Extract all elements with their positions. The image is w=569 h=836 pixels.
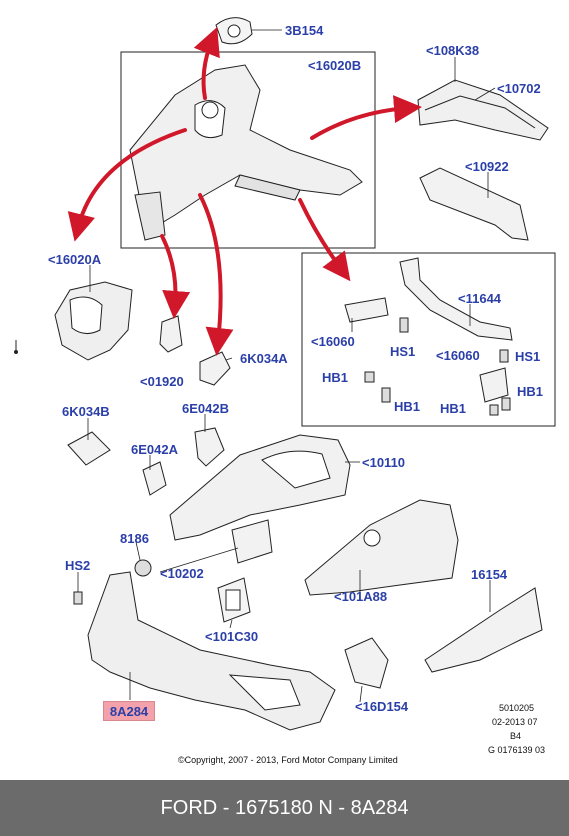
bracket-16d154: [344, 637, 389, 689]
label-16020a: <16020A: [48, 252, 102, 267]
exploded-parts-diagram: [14, 17, 556, 731]
label-10702: <10702: [497, 81, 541, 96]
bracket-101c30: [217, 577, 251, 623]
label-11644: <11644: [458, 291, 502, 306]
upper-group-box: [120, 51, 376, 249]
copyright-text: ©Copyright, 2007 - 2013, Ford Motor Comp…: [178, 755, 398, 765]
fasteners-hb1-hs1: [364, 317, 511, 416]
bracket-6k034b: [67, 431, 111, 466]
bracket-6e042a: [142, 461, 167, 496]
label-10922: <10922: [465, 159, 509, 174]
label-16060-right: <16060: [436, 348, 480, 363]
label-108k38: <108K38: [426, 43, 480, 58]
label-101c30: <101C30: [205, 629, 259, 644]
fastener-hs2: [73, 591, 83, 605]
registration-mark: [14, 340, 18, 354]
bracket-16060-left: [344, 297, 389, 323]
strut-plate-part: [215, 17, 253, 45]
rail-10922: [419, 167, 529, 241]
label-16020b: <16020B: [308, 58, 362, 73]
label-8a284-highlighted: 8A284: [103, 701, 155, 721]
drawing-number: 5010205: [499, 703, 535, 713]
label-16060-left: <16060: [311, 334, 355, 349]
label-8186: 8186: [120, 531, 149, 546]
crossmember-11644: [399, 257, 513, 341]
label-10202: <10202: [160, 566, 204, 581]
label-16154: 16154: [471, 567, 508, 582]
label-hs1-right: HS1: [515, 349, 541, 364]
label-hb1-c: HB1: [394, 399, 421, 414]
bracket-16060-right: [479, 367, 509, 403]
label-6e042a: 6E042A: [131, 442, 178, 457]
label-16d154: <16D154: [355, 699, 409, 714]
apron-10110-part: [169, 434, 351, 541]
drawing-date: 02-2013 07: [492, 717, 538, 727]
label-hb1-d: HB1: [440, 401, 467, 416]
label-hb1-b: HB1: [517, 384, 544, 399]
label-6k034a: 6K034A: [240, 351, 288, 366]
bracket-6e042b: [194, 427, 225, 467]
label-6k034b: 6K034B: [62, 404, 110, 419]
label-6e042b: 6E042B: [182, 401, 229, 416]
rails-108k38-10702: [417, 79, 549, 141]
red-pointer-arrows: [67, 27, 422, 356]
apron-assembly-part: [129, 64, 363, 241]
drawing-ref: G 0176139 03: [488, 745, 546, 755]
label-01920: <01920: [140, 374, 184, 389]
label-101a88: <101A88: [334, 589, 388, 604]
label-3b154: 3B154: [285, 23, 324, 38]
bracket-10202: [231, 519, 273, 564]
drawing-sheet: B4: [510, 731, 522, 741]
label-hb1-a: HB1: [322, 370, 349, 385]
apron-101a88-part: [304, 499, 459, 596]
wheelhouse-16020a-part: [54, 281, 133, 361]
label-10110: <10110: [362, 455, 406, 470]
rail-16154-part: [424, 587, 543, 673]
part-number-footer: FORD - 1675180 N - 8A284: [0, 780, 569, 836]
bracket-6k034a: [199, 351, 231, 386]
subframe-group-box: [301, 252, 556, 427]
label-hs2: HS2: [65, 558, 91, 573]
bracket-01920: [159, 315, 183, 353]
label-hs1-left: HS1: [390, 344, 416, 359]
leader-lines: [77, 29, 496, 703]
bushing-8186: [134, 559, 152, 577]
